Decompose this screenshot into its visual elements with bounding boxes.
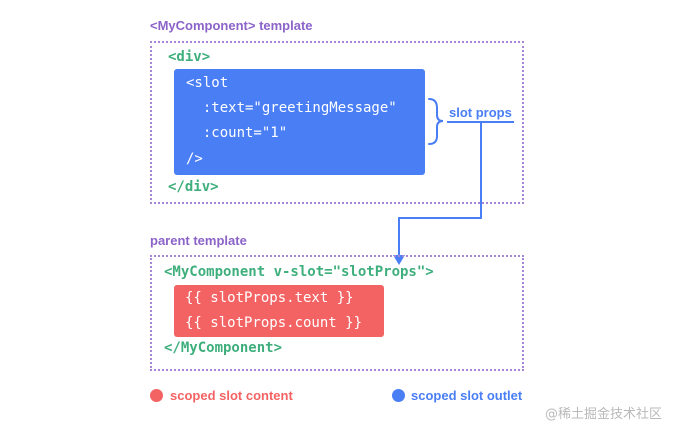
div-close-tag: </div> — [168, 179, 219, 195]
slot-line: :count="1" — [186, 125, 288, 141]
child-template-box — [150, 41, 524, 204]
slot-line: :text="greetingMessage" — [186, 100, 397, 116]
div-open-tag: <div> — [168, 49, 211, 65]
parent-template-title: parent template — [150, 233, 247, 248]
arrow-down-icon — [393, 255, 405, 265]
slot-props-label: slot props — [449, 105, 512, 120]
curly-brace-icon — [428, 98, 444, 145]
connector-line — [398, 122, 482, 255]
watermark: @稀土掘金技术社区 — [545, 407, 663, 422]
content-line: {{ slotProps.count }} — [185, 315, 363, 331]
component-open-tag: <MyComponent v-slot="slotProps"> — [164, 264, 434, 280]
legend-content-label: scoped slot content — [170, 388, 293, 403]
component-close-tag: </MyComponent> — [164, 340, 283, 356]
content-line: {{ slotProps.text }} — [185, 290, 354, 306]
parent-template-box — [150, 255, 524, 371]
legend-content-dot — [150, 389, 163, 402]
slot-content-block: {{ slotProps.text }} {{ slotProps.count … — [174, 285, 384, 337]
legend-outlet-dot — [392, 389, 405, 402]
legend-outlet-label: scoped slot outlet — [411, 388, 523, 403]
child-template-title: <MyComponent> template — [150, 18, 313, 33]
slot-line: /> — [186, 151, 203, 167]
slot-line: <slot — [186, 75, 229, 91]
slot-outlet-block: <slot :text="greetingMessage" :count="1"… — [174, 69, 425, 175]
